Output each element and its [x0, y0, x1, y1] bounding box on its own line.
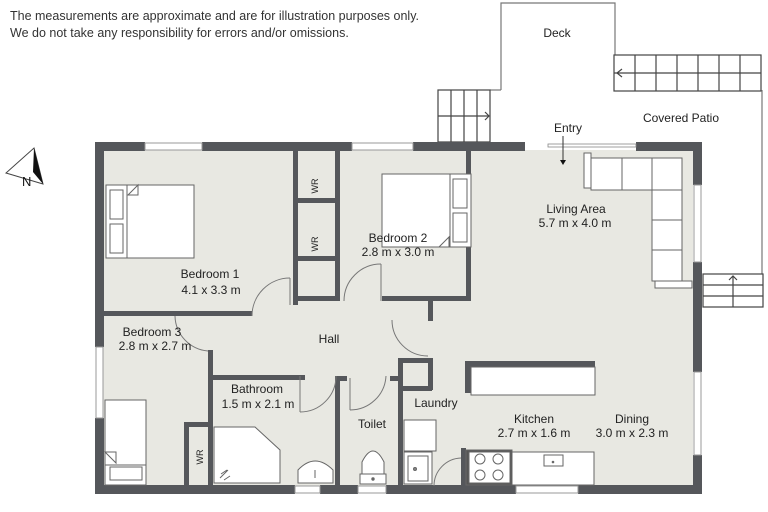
wardrobe-3-label: WR — [195, 449, 205, 464]
entry-label: Entry — [554, 121, 582, 135]
laundry-fixtures — [403, 419, 437, 485]
room-hall: Hall — [319, 332, 340, 346]
dining-name: Dining — [615, 412, 649, 426]
disclaimer-line-2: We do not take any responsibility for er… — [10, 26, 349, 40]
entry-door[interactable] — [547, 136, 637, 165]
deck-stairs-left — [437, 89, 491, 143]
bed-bedroom2 — [381, 173, 472, 248]
bed-bedroom3 — [103, 399, 147, 486]
toilet-name: Toilet — [358, 417, 387, 431]
bathtub — [213, 426, 281, 484]
bathroom-size: 1.5 m x 2.1 m — [222, 397, 295, 411]
disclaimer-line-1: The measurements are approximate and are… — [10, 9, 420, 23]
bed-bedroom1 — [105, 183, 195, 259]
room-toilet: Toilet — [358, 417, 387, 431]
interior-walls — [104, 151, 595, 486]
deck-label: Deck — [543, 26, 571, 40]
hall-name: Hall — [319, 332, 340, 346]
deck — [490, 2, 616, 91]
kitchen-name: Kitchen — [514, 412, 554, 426]
bedroom3-size: 2.8 m x 2.7 m — [119, 339, 192, 353]
kitchen-size: 2.7 m x 1.6 m — [498, 426, 571, 440]
north-compass-icon: N — [4, 147, 44, 189]
patio-stairs-right — [702, 273, 764, 308]
toilet-fixture — [359, 450, 387, 485]
wardrobe-1-label: WR — [310, 178, 320, 193]
room-laundry: Laundry — [414, 396, 457, 410]
bathroom-name: Bathroom — [231, 382, 283, 396]
bedroom1-size: 4.1 x 3.3 m — [181, 283, 240, 297]
kitchen-bench — [465, 449, 595, 486]
interior-doors[interactable] — [174, 263, 462, 487]
living-name: Living Area — [546, 202, 606, 216]
bedroom2-size: 2.8 m x 3.0 m — [362, 245, 435, 259]
room-bedroom1: Bedroom 1 4.1 x 3.3 m — [181, 267, 241, 297]
kitchen-island — [470, 366, 596, 396]
exterior-walls — [95, 142, 702, 494]
wardrobe-2-label: WR — [310, 236, 320, 251]
laundry-name: Laundry — [414, 396, 457, 410]
compass-label: N — [22, 174, 31, 189]
patio-stairs-top — [613, 54, 762, 92]
living-size: 5.7 m x 4.0 m — [539, 216, 612, 230]
dining-size: 3.0 m x 2.3 m — [596, 426, 669, 440]
disclaimer: The measurements are approximate and are… — [10, 8, 419, 42]
room-dining: Dining 3.0 m x 2.3 m — [596, 412, 669, 440]
room-bedroom3: Bedroom 3 2.8 m x 2.7 m — [119, 325, 192, 353]
room-kitchen: Kitchen 2.7 m x 1.6 m — [498, 412, 571, 440]
room-bathroom: Bathroom 1.5 m x 2.1 m — [222, 382, 295, 411]
covered-patio-label: Covered Patio — [643, 111, 719, 125]
bathroom-sink — [297, 460, 334, 484]
bedroom3-name: Bedroom 3 — [123, 325, 182, 339]
windows — [95, 142, 702, 494]
bedroom1-name: Bedroom 1 — [181, 267, 240, 281]
room-bedroom2: Bedroom 2 2.8 m x 3.0 m — [362, 231, 435, 259]
sofa — [583, 152, 693, 289]
bedroom2-name: Bedroom 2 — [369, 231, 428, 245]
room-living: Living Area 5.7 m x 4.0 m — [539, 202, 612, 230]
